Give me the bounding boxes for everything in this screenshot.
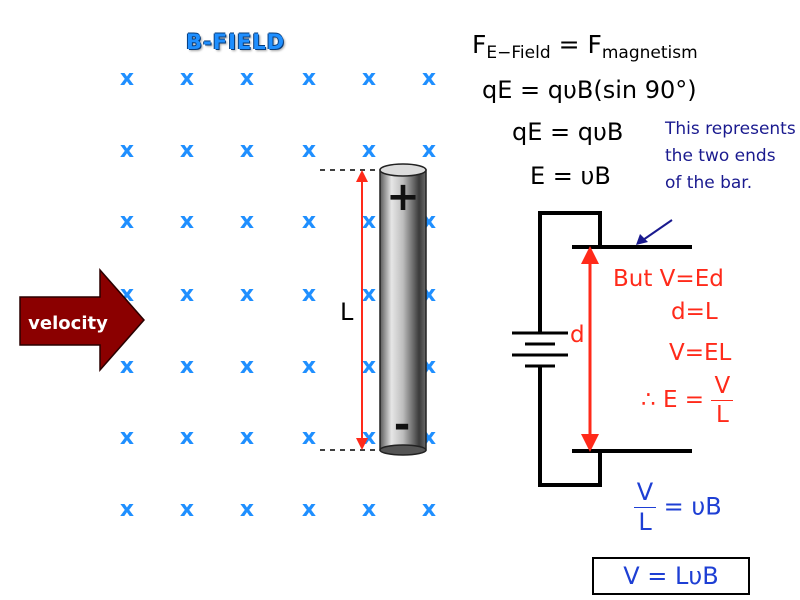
d-equals-l-text: d=L — [671, 299, 718, 325]
field-x-mark: x — [180, 354, 194, 379]
b-field-title: B-FIELD — [186, 30, 286, 54]
field-x-mark: x — [240, 209, 254, 234]
field-x-mark: x — [362, 425, 376, 450]
plus-sign: + — [386, 174, 420, 220]
field-x-mark: x — [180, 425, 194, 450]
field-x-mark: x — [362, 209, 376, 234]
field-x-mark: x — [180, 497, 194, 522]
field-x-mark: x — [240, 425, 254, 450]
force-equation-simplified: qE = qυB — [512, 118, 624, 146]
field-x-mark: x — [180, 66, 194, 91]
field-x-mark: x — [302, 138, 316, 163]
battery-icon — [512, 331, 568, 368]
field-x-mark: x — [362, 66, 376, 91]
note-pointer-arrow — [636, 219, 673, 245]
force-equation-sin: qE = qυB(sin 90°) — [482, 76, 697, 104]
field-x-mark: x — [362, 282, 376, 307]
field-x-mark: x — [120, 138, 134, 163]
field-x-mark: x — [240, 66, 254, 91]
field-x-mark: x — [422, 497, 436, 522]
field-x-mark: x — [362, 354, 376, 379]
field-x-mark: x — [120, 209, 134, 234]
field-x-mark: x — [302, 282, 316, 307]
velocity-arrow: velocity — [19, 268, 145, 372]
field-x-mark: x — [120, 66, 134, 91]
minus-sign: - — [394, 402, 411, 448]
field-x-mark: x — [362, 497, 376, 522]
field-x-mark: x — [120, 425, 134, 450]
field-x-mark: x — [180, 282, 194, 307]
voltage-el-text: V=EL — [669, 340, 732, 366]
field-x-mark: x — [302, 497, 316, 522]
plates-note: This represents the two ends of the bar. — [665, 119, 796, 193]
field-x-mark: x — [302, 209, 316, 234]
field-x-mark: x — [422, 66, 436, 91]
length-guides — [320, 169, 380, 451]
field-x-mark: x — [180, 138, 194, 163]
field-x-mark: x — [362, 138, 376, 163]
field-x-mark: x — [120, 354, 134, 379]
field-x-mark: x — [302, 66, 316, 91]
conducting-bar: + - — [379, 163, 427, 456]
field-x-mark: x — [240, 497, 254, 522]
field-x-mark: x — [240, 282, 254, 307]
velocity-label: velocity — [28, 313, 108, 334]
field-x-mark: x — [302, 425, 316, 450]
length-label: L — [340, 298, 354, 326]
plate-distance-label: d — [570, 322, 585, 348]
field-x-mark: x — [422, 138, 436, 163]
voltage-ed-text: But V=Ed — [613, 266, 724, 292]
field-x-mark: x — [180, 209, 194, 234]
field-x-mark: x — [240, 138, 254, 163]
field-velocity-equation: E = υB — [530, 162, 611, 190]
field-x-mark: x — [120, 497, 134, 522]
field-x-mark: x — [240, 354, 254, 379]
force-balance-equation: FE−Field = Fmagnetism — [472, 30, 698, 63]
final-result-box: V = LυB — [592, 557, 750, 595]
field-x-mark: x — [302, 354, 316, 379]
